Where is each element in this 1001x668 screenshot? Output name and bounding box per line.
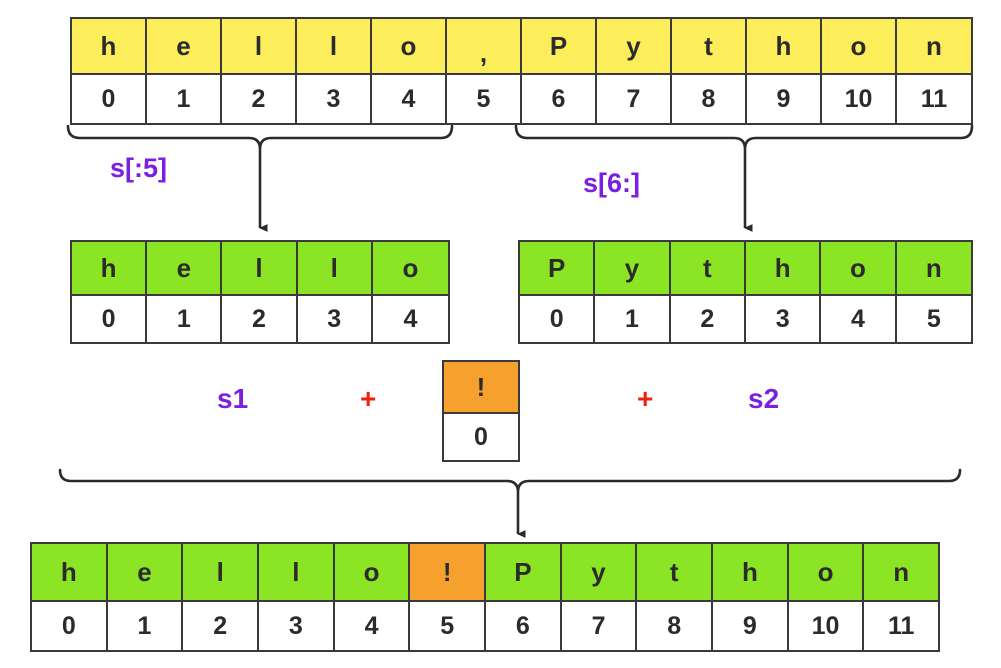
char-cell: t <box>637 544 714 602</box>
char-cell: e <box>147 242 223 296</box>
slice-right-table: P y t h o n 0 1 2 3 4 5 <box>518 240 973 344</box>
slice-left-char-row: h e l l o <box>72 242 448 296</box>
result-char-row: h e l l o ! P y t h o n <box>32 544 939 602</box>
index-cell: 7 <box>561 602 638 650</box>
index-cell: 6 <box>522 75 597 123</box>
index-cell: 3 <box>259 602 335 650</box>
char-cell: h <box>72 19 147 75</box>
index-cell: 8 <box>637 602 714 650</box>
slice-right-char-row: P y t h o n <box>520 242 971 296</box>
s2-variable-label: s2 <box>748 383 780 414</box>
char-cell: o <box>821 242 897 296</box>
index-cell: 1 <box>147 75 222 123</box>
index-cell: 0 <box>32 602 108 650</box>
char-cell: P <box>522 19 597 75</box>
index-cell: 1 <box>595 296 671 342</box>
char-cell: t <box>672 19 747 75</box>
index-cell: 3 <box>297 75 372 123</box>
original-string-table: h e l l o , P y t h o n 0 1 2 3 4 5 6 7 … <box>70 17 973 125</box>
index-cell: 11 <box>864 602 939 650</box>
separator-index-row: 0 <box>444 414 518 460</box>
char-cell: y <box>561 544 638 602</box>
char-cell: o <box>372 242 448 296</box>
char-cell: ! <box>410 544 487 602</box>
char-cell: e <box>147 19 222 75</box>
slice-right-expression-label: s[6:] <box>583 168 641 198</box>
index-cell: 4 <box>372 75 447 123</box>
char-cell: h <box>32 544 108 602</box>
s1-variable-label: s1 <box>217 383 249 414</box>
char-cell: P <box>486 544 562 602</box>
index-cell: 8 <box>672 75 747 123</box>
original-char-row: h e l l o , P y t h o n <box>72 19 971 75</box>
index-cell: 10 <box>788 602 865 650</box>
char-cell: P <box>520 242 596 296</box>
slice-left-index-row: 0 1 2 3 4 <box>72 296 448 342</box>
index-cell: 9 <box>747 75 822 123</box>
index-cell: 4 <box>334 602 411 650</box>
result-string-table: h e l l o ! P y t h o n 0 1 2 3 4 5 6 7 … <box>30 542 940 652</box>
char-cell: y <box>595 242 671 296</box>
index-cell: 4 <box>372 296 448 342</box>
brace-slice-left <box>66 124 454 150</box>
char-cell: o <box>372 19 447 75</box>
index-cell: 9 <box>713 602 789 650</box>
char-cell: h <box>72 242 148 296</box>
char-cell: o <box>822 19 897 75</box>
char-cell: n <box>896 242 971 296</box>
original-index-row: 0 1 2 3 4 5 6 7 8 9 10 11 <box>72 75 971 123</box>
index-cell: 2 <box>670 296 746 342</box>
index-cell: 5 <box>896 296 971 342</box>
index-cell: 7 <box>597 75 672 123</box>
plus-operator-left: + <box>360 383 377 414</box>
index-cell: 3 <box>745 296 822 342</box>
char-cell: o <box>334 544 411 602</box>
index-cell: 2 <box>222 296 298 342</box>
slice-right-index-row: 0 1 2 3 4 5 <box>520 296 971 342</box>
index-cell: 6 <box>486 602 562 650</box>
plus-operator-right: + <box>637 383 654 414</box>
slice-left-table: h e l l o 0 1 2 3 4 <box>70 240 450 344</box>
separator-table: ! 0 <box>442 360 520 462</box>
index-cell: 1 <box>147 296 223 342</box>
index-cell: 0 <box>72 75 147 123</box>
char-cell: n <box>897 19 971 75</box>
char-cell: l <box>222 242 298 296</box>
char-cell: t <box>670 242 746 296</box>
separator-char-row: ! <box>444 362 518 414</box>
char-cell: e <box>107 544 184 602</box>
char-cell: o <box>788 544 865 602</box>
index-cell: 11 <box>897 75 971 123</box>
char-cell: , <box>447 19 522 75</box>
char-cell: h <box>745 242 822 296</box>
char-cell: l <box>183 544 260 602</box>
index-cell: 5 <box>447 75 522 123</box>
char-cell: l <box>222 19 297 75</box>
brace-concatenation <box>58 468 962 493</box>
char-cell: n <box>864 544 939 602</box>
slice-left-expression-label: s[:5] <box>110 153 168 183</box>
index-cell: 0 <box>520 296 596 342</box>
char-cell: ! <box>444 362 518 414</box>
brace-slice-right <box>514 124 974 150</box>
index-cell: 2 <box>183 602 260 650</box>
index-cell: 10 <box>822 75 897 123</box>
char-cell: h <box>747 19 822 75</box>
char-cell: h <box>713 544 789 602</box>
char-cell: l <box>259 544 335 602</box>
index-cell: 0 <box>444 414 518 460</box>
char-cell: l <box>297 19 372 75</box>
char-cell: l <box>297 242 373 296</box>
index-cell: 4 <box>821 296 897 342</box>
index-cell: 2 <box>222 75 297 123</box>
char-cell: y <box>597 19 672 75</box>
index-cell: 3 <box>297 296 373 342</box>
index-cell: 1 <box>107 602 184 650</box>
index-cell: 0 <box>72 296 148 342</box>
result-index-row: 0 1 2 3 4 5 6 7 8 9 10 11 <box>32 602 939 650</box>
index-cell: 5 <box>410 602 487 650</box>
